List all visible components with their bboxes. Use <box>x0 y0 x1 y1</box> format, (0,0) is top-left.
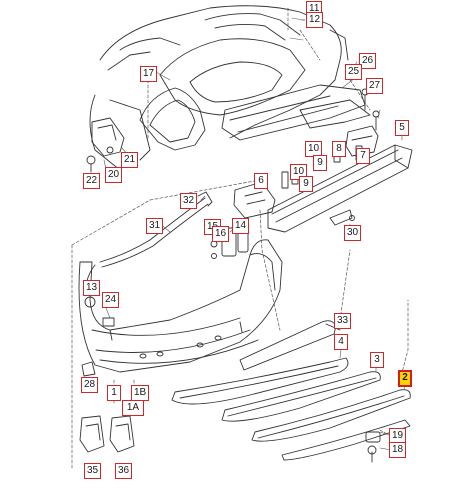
callout-35[interactable]: 35 <box>84 463 102 479</box>
callout-26[interactable]: 26 <box>359 53 377 69</box>
callout-9b[interactable]: 9 <box>299 176 313 192</box>
callout-1[interactable]: 1 <box>107 385 121 401</box>
callout-1b[interactable]: 1B <box>131 385 150 401</box>
leader-lines <box>71 7 409 471</box>
callout-13[interactable]: 13 <box>83 280 101 296</box>
callout-4[interactable]: 4 <box>334 334 348 350</box>
callout-32[interactable]: 32 <box>180 193 198 209</box>
side-bracket-left <box>86 117 125 173</box>
callout-8[interactable]: 8 <box>332 141 346 157</box>
callout-24[interactable]: 24 <box>102 292 120 308</box>
callout-7[interactable]: 7 <box>356 148 370 164</box>
bottom-clip <box>365 431 381 463</box>
callout-12[interactable]: 12 <box>306 12 324 28</box>
callout-3[interactable]: 3 <box>370 352 384 368</box>
callout-30[interactable]: 30 <box>344 225 362 241</box>
callout-21[interactable]: 21 <box>121 152 139 168</box>
callout-22[interactable]: 22 <box>83 173 101 189</box>
vehicle-rear-body <box>89 5 371 171</box>
lower-trim-strip-bottom <box>281 419 411 461</box>
callout-19[interactable]: 19 <box>389 428 407 444</box>
mud-flap-left <box>79 415 105 453</box>
lower-trim-33 <box>239 320 341 371</box>
callout-31[interactable]: 31 <box>146 218 164 234</box>
callout-5[interactable]: 5 <box>395 120 409 136</box>
callout-27[interactable]: 27 <box>366 78 384 94</box>
callout-18[interactable]: 18 <box>389 442 407 458</box>
callout-36[interactable]: 36 <box>115 463 133 479</box>
callout-9[interactable]: 9 <box>313 155 327 171</box>
callout-33[interactable]: 33 <box>334 313 352 329</box>
mud-flap-right <box>109 415 135 453</box>
callout-6[interactable]: 6 <box>254 173 268 189</box>
lower-trim-4 <box>171 357 349 405</box>
trim-strip-31 <box>99 191 213 268</box>
impact-beam <box>267 144 413 233</box>
lower-trim-3 <box>221 371 381 422</box>
lower-trim-2 <box>251 389 411 442</box>
callout-28[interactable]: 28 <box>81 377 99 393</box>
callout-1a[interactable]: 1A <box>122 400 144 416</box>
callout-17[interactable]: 17 <box>140 66 158 82</box>
clip-28 <box>81 361 96 377</box>
callout-25[interactable]: 25 <box>345 64 363 80</box>
callout-16[interactable]: 16 <box>212 226 230 242</box>
callout-10[interactable]: 10 <box>305 141 323 157</box>
callout-20[interactable]: 20 <box>105 167 123 183</box>
callout-14[interactable]: 14 <box>232 218 250 234</box>
callout-2-highlighted[interactable]: 2 <box>398 370 412 387</box>
